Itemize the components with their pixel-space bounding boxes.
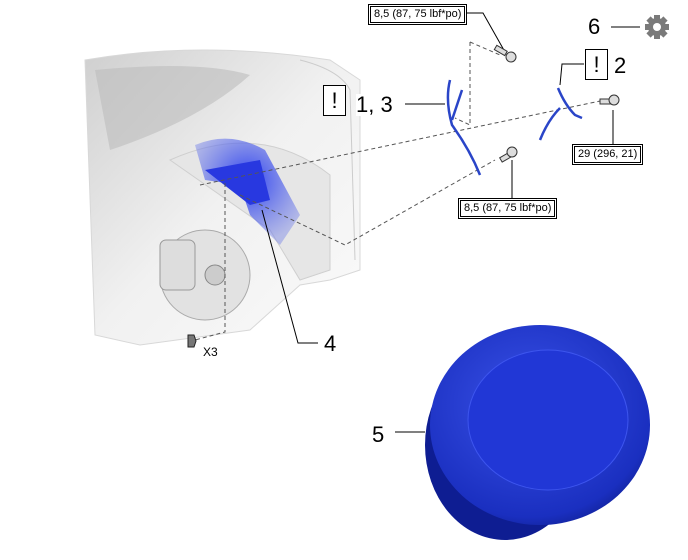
callout-1-3: 1, 3 <box>356 92 393 117</box>
torque-spec-lower: 8,5 (87, 75 lbf*po) <box>458 198 558 219</box>
torque-spec-right: 29 (296, 21) <box>572 144 644 165</box>
callout-4: 4 <box>324 331 337 356</box>
callout-6: 6 <box>588 14 601 39</box>
clip-icon <box>187 334 197 348</box>
callout-2: 2 <box>614 53 627 78</box>
bolt-icon <box>493 44 620 163</box>
fender-liner-part-4 <box>195 138 300 245</box>
warning-icon: ! <box>585 49 608 80</box>
brake-disc <box>159 229 251 321</box>
guide-lines <box>194 41 606 341</box>
spare-tire-part-5 <box>425 325 650 540</box>
gear-icon <box>645 15 669 39</box>
torque-value: 8,5 (87, 75 lbf*po) <box>460 200 556 217</box>
warning-icon: ! <box>323 85 346 116</box>
clip-quantity: X3 <box>203 345 218 359</box>
leader-lines <box>261 12 640 433</box>
torque-spec-top: 8,5 (87, 75 lbf*po) <box>368 4 468 25</box>
torque-value: 29 (296, 21) <box>574 146 642 163</box>
torque-value: 8,5 (87, 75 lbf*po) <box>370 6 466 23</box>
wire-harness <box>446 79 583 176</box>
callout-5: 5 <box>372 422 385 447</box>
